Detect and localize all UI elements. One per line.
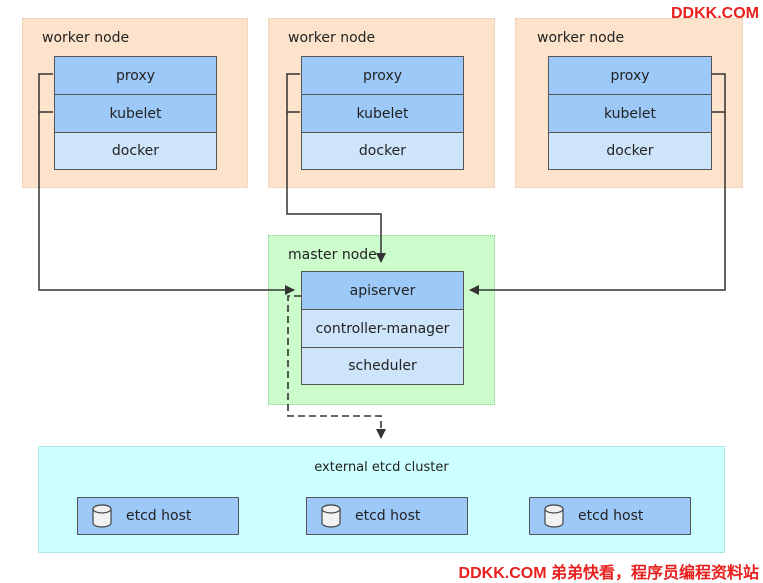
kubelet-component: kubelet: [55, 95, 216, 133]
worker-node-3: worker node proxy kubelet docker: [515, 18, 743, 188]
worker3-to-apiserver-line: [711, 73, 726, 113]
docker-component: docker: [549, 133, 711, 169]
database-icon: [92, 504, 112, 528]
etcd-host-2: etcd host: [306, 497, 468, 535]
worker-node-title: worker node: [42, 30, 130, 46]
database-icon: [321, 504, 341, 528]
worker2-to-apiserver-arrow: [286, 112, 386, 263]
external-etcd-cluster: external etcd cluster etcd host etcd hos…: [38, 446, 725, 553]
master-node-components: apiserver controller-manager scheduler: [301, 271, 464, 385]
proxy-component: proxy: [549, 57, 711, 95]
worker-node-1: worker node proxy kubelet docker: [22, 18, 248, 188]
etcd-host-3: etcd host: [529, 497, 691, 535]
etcd-host-label: etcd host: [126, 508, 192, 524]
scheduler-component: scheduler: [302, 348, 463, 384]
etcd-host-label: etcd host: [578, 508, 644, 524]
worker2-to-apiserver-line: [286, 73, 300, 113]
database-icon: [544, 504, 564, 528]
etcd-host-1: etcd host: [77, 497, 239, 535]
worker-node-title: worker node: [537, 30, 625, 46]
etcd-host-label: etcd host: [355, 508, 421, 524]
watermark-bottom: DDKK.COM 弟弟快看，程序员编程资料站: [458, 565, 759, 582]
master-node: master node apiserver controller-manager…: [268, 235, 495, 405]
worker1-to-apiserver-line: [38, 73, 53, 113]
controller-manager-component: controller-manager: [302, 310, 463, 348]
worker1-to-apiserver-arrow: [38, 112, 295, 295]
worker-node-title: worker node: [288, 30, 376, 46]
watermark-top: DDKK.COM: [671, 5, 759, 22]
apiserver-component: apiserver: [302, 272, 463, 310]
master-node-title: master node: [288, 247, 377, 263]
worker-node-components: proxy kubelet docker: [301, 56, 464, 170]
etcd-cluster-title: external etcd cluster: [314, 460, 449, 475]
proxy-component: proxy: [55, 57, 216, 95]
kubelet-component: kubelet: [549, 95, 711, 133]
docker-component: docker: [302, 133, 463, 169]
kubelet-component: kubelet: [302, 95, 463, 133]
worker-node-components: proxy kubelet docker: [54, 56, 217, 170]
apiserver-to-etcd-arrow: [287, 295, 386, 439]
docker-component: docker: [55, 133, 216, 169]
worker3-to-apiserver-arrow: [469, 112, 726, 295]
worker-node-components: proxy kubelet docker: [548, 56, 712, 170]
proxy-component: proxy: [302, 57, 463, 95]
worker-node-2: worker node proxy kubelet docker: [268, 18, 495, 188]
